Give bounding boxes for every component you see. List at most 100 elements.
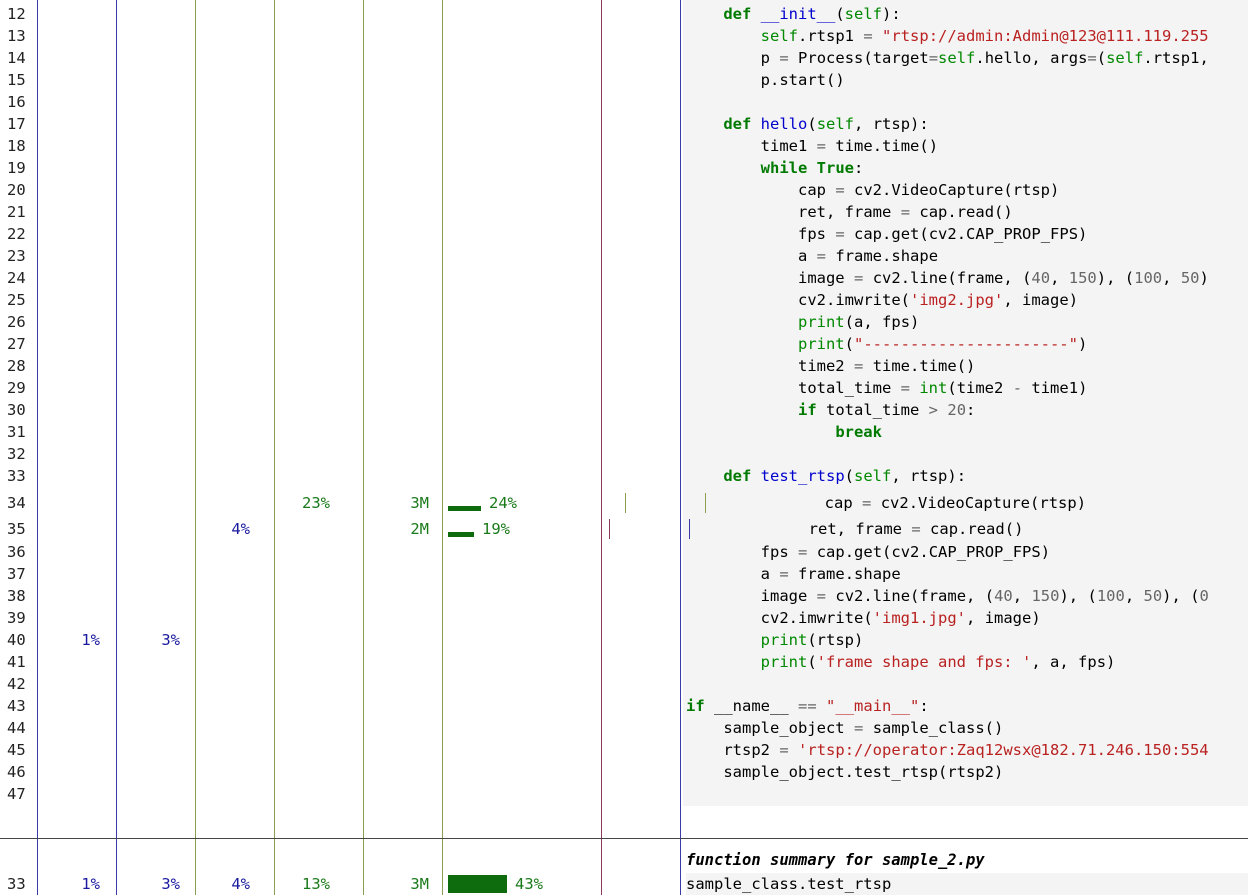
source-code-line: p = Process(target=self.hello, args=(sel… [760,49,1209,67]
profile-row: 15 p.start() [0,69,1248,91]
line-number: 38 [7,587,26,605]
memory-size: 2M [410,520,429,538]
source-code-line: a = frame.shape [797,247,939,265]
profile-row: 22 fps = cap.get(cv2.CAP_PROP_FPS) [0,223,1248,245]
cpu-native-pct: 3% [161,875,180,893]
memory-size: 3M [410,494,429,512]
source-code-line: print('frame shape and fps: ', a, fps) [760,653,1116,671]
line-number: 47 [7,785,26,803]
line-number: 33 [7,875,26,893]
profile-row: 16 [0,91,1248,113]
memory-size: 3M [410,875,429,893]
source-code-line: print(a, fps) [797,313,920,331]
memory-pct: 24% [489,494,517,512]
memory-bar [448,506,481,511]
source-code-line: total_time = int(time2 - time1) [797,379,1088,397]
summary-function-name: sample_class.test_rtsp [686,873,1248,895]
line-number: 34 [7,494,26,512]
line-number: 28 [7,357,26,375]
line-number: 44 [7,719,26,737]
line-number: 22 [7,225,26,243]
profile-row: 19 while True: [0,157,1248,179]
profile-row: 20 cap = cv2.VideoCapture(rtsp) [0,179,1248,201]
line-number: 41 [7,653,26,671]
column-divider-1 [37,0,38,895]
source-code-line: fps = cap.get(cv2.CAP_PROP_FPS) [760,543,1051,561]
memory-bar [448,532,474,537]
profile-row: 27 print("----------------------") [0,333,1248,355]
row-tick [689,519,690,539]
cpu-python-pct: 1% [81,875,100,893]
source-code-line: if __name__ == "__main__": [686,697,929,715]
line-number: 45 [7,741,26,759]
source-code-line: fps = cap.get(cv2.CAP_PROP_FPS) [797,225,1088,243]
memory-pct: 19% [482,520,510,538]
source-code-line: print("----------------------") [797,335,1088,353]
source-code-line: cap = cv2.VideoCapture(rtsp) [797,181,1060,199]
line-number: 12 [7,5,26,23]
source-code-line: cv2.imwrite('img1.jpg', image) [760,609,1041,627]
profile-row: 47 [0,783,1248,805]
source-code-line: if total_time > 20: [797,401,976,419]
profile-row: 18 time1 = time.time() [0,135,1248,157]
summary-title: function summary for sample_2.py [686,851,985,869]
column-divider-3 [195,0,196,895]
line-number: 23 [7,247,26,265]
line-number: 29 [7,379,26,397]
line-number: 30 [7,401,26,419]
profile-row: 12 def __init__(self): [0,3,1248,25]
profile-row: 24 image = cv2.line(frame, (40, 150), (1… [0,267,1248,289]
line-number: 36 [7,543,26,561]
line-number: 15 [7,71,26,89]
source-code-line: self.rtsp1 = "rtsp://admin:Admin@123@111… [760,27,1209,45]
line-number: 39 [7,609,26,627]
source-code-line: def hello(self, rtsp): [723,115,929,133]
source-code-line: sample_object.test_rtsp(rtsp2) [723,763,1004,781]
profile-row: 43 if __name__ == "__main__": [0,695,1248,717]
source-code-line: rtsp2 = 'rtsp://operator:Zaq12wsx@182.71… [723,741,1209,759]
profile-row: 30 if total_time > 20: [0,399,1248,421]
line-number: 21 [7,203,26,221]
source-code-line: def __init__(self): [723,5,901,23]
line-number: 37 [7,565,26,583]
memory-bar [448,875,507,893]
source-code-line: cap = cv2.VideoCapture(rtsp) [824,494,1087,512]
line-number: 31 [7,423,26,441]
source-code-line: cv2.imwrite('img2.jpg', image) [797,291,1079,309]
source-code-line: sample_object = sample_class() [723,719,1004,737]
profile-row: 23 a = frame.shape [0,245,1248,267]
source-code-line: print(rtsp) [760,631,864,649]
column-divider-6 [442,0,443,895]
profile-row: 25 cv2.imwrite('img2.jpg', image) [0,289,1248,311]
cpu-sys-pct: 23% [302,494,330,512]
line-number: 43 [7,697,26,715]
line-number: 20 [7,181,26,199]
source-code-line: break [835,423,882,441]
line-number: 16 [7,93,26,111]
source-code-line: p.start() [760,71,845,89]
line-number: 42 [7,675,26,693]
profile-row: 26 print(a, fps) [0,311,1248,333]
profile-row: 36 fps = cap.get(cv2.CAP_PROP_FPS) [0,541,1248,563]
code-panel-background [683,0,1248,806]
gpu-pct: 4% [231,520,250,538]
profile-row: 21 ret, frame = cap.read() [0,201,1248,223]
profile-row: 41 print('frame shape and fps: ', a, fps… [0,651,1248,673]
line-number: 40 [7,631,26,649]
line-number: 18 [7,137,26,155]
source-code-line: image = cv2.line(frame, (40, 150), (100,… [760,587,1209,605]
cpu-sys-pct: 13% [302,875,330,893]
column-divider-2 [116,0,117,895]
line-number: 13 [7,27,26,45]
source-code-line: def test_rtsp(self, rtsp): [723,467,967,485]
cpu-python-pct: 1% [81,631,100,649]
profile-row: 17 def hello(self, rtsp): [0,113,1248,135]
profile-row: 13 self.rtsp1 = "rtsp://admin:Admin@123@… [0,25,1248,47]
line-number: 19 [7,159,26,177]
profile-row: 38 image = cv2.line(frame, (40, 150), (1… [0,585,1248,607]
profile-row: 29 total_time = int(time2 - time1) [0,377,1248,399]
profile-row: 45 rtsp2 = 'rtsp://operator:Zaq12wsx@182… [0,739,1248,761]
line-number: 27 [7,335,26,353]
line-number: 17 [7,115,26,133]
